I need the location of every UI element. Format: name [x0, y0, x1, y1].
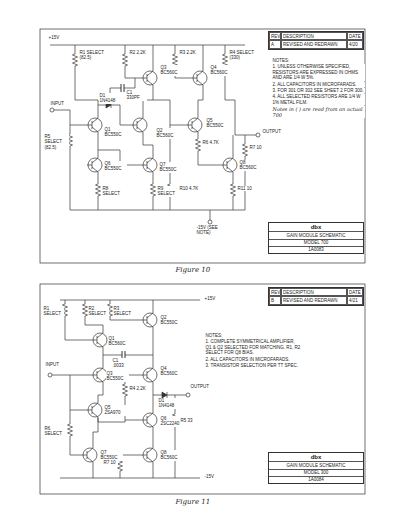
transistor-symbol: [87, 70, 237, 173]
component-label: INPUT: [50, 101, 73, 106]
component-label: R7 10: [103, 460, 118, 465]
resistor-symbol: [63, 302, 178, 473]
block-text: REVISED AND REDRAWN: [281, 40, 347, 48]
component-label: INPUT: [45, 362, 68, 367]
block-text: DESCRIPTION: [281, 32, 347, 40]
revision-table: REVDESCRIPTIONDATE AREVISED AND REDRAWN4/…: [268, 31, 364, 50]
revision-table: REVDESCRIPTIONDATE BREVISED AND REDRAWN4/…: [268, 287, 364, 306]
component-label: Q4 BC560C: [210, 65, 233, 76]
block-text: DESCRIPTION: [281, 288, 347, 296]
component-label: R3 SELECT: [113, 306, 134, 317]
component-label: OUTPUT: [190, 384, 217, 389]
component-label: R10 4.7K: [179, 186, 200, 191]
block-text: MODEL 300: [269, 470, 363, 477]
wiring: [48, 300, 200, 478]
component-label: 1. UNLESS OTHERWISE SPECIFIED, RESISTORS…: [272, 64, 365, 80]
figure-caption: Figure 10: [175, 266, 226, 274]
component-label: R2 SELECT: [88, 306, 109, 317]
component-label: R4 SELECT (330): [229, 50, 256, 61]
component-label: +15V: [204, 296, 225, 301]
component-label: Q5 BC550C: [206, 118, 229, 129]
component-label: R1 SELECT: [43, 306, 64, 317]
component-label: Q2 BC560C: [156, 128, 179, 139]
block-text: A: [269, 40, 281, 48]
component-label: R8 SELECT: [102, 186, 123, 197]
component-label: NOTES:: [205, 333, 246, 338]
block-text: dbx: [269, 223, 363, 232]
block-text: 1A0084: [269, 477, 363, 483]
frame: [40, 29, 365, 494]
component-label: NOTES:: [272, 58, 313, 63]
block-text: REVISED AND REDRAWN: [281, 296, 347, 304]
block-text: 4/21: [347, 296, 363, 304]
component-label: 3. TRANSISTOR SELECTION PER TT SPEC.: [205, 363, 301, 368]
component-label: R6 SELECT: [44, 426, 67, 437]
title-block: dbxGAIN MODULE SCHEMATICMODEL 3001A0084: [268, 452, 364, 484]
component-label: +15V: [48, 35, 69, 40]
component-label: Q7 BC550C: [159, 162, 182, 173]
block-text: MODEL 700: [269, 240, 363, 247]
handwritten-note: Notes in ( ) are read from an actual 700: [272, 106, 365, 118]
component-label: C1 .0033: [112, 358, 131, 369]
component-label: R4 2.2K: [129, 386, 150, 391]
component-label: D1 1N4148: [99, 93, 122, 104]
component-label: R6 4.7K: [202, 140, 223, 145]
transistor-symbol: [82, 312, 157, 463]
component-label: R1 SELECT (82.5): [79, 50, 106, 61]
component-label: Q4 BC560C: [160, 366, 183, 377]
component-label: R7 10: [249, 145, 266, 150]
block-text: 4/20: [347, 40, 363, 48]
title-block: dbxGAIN MODULE SCHEMATICMODEL 7001A0083: [268, 222, 364, 254]
component-label: 3. FOR 301 OR 302 SEE SHEET 2 FOR 300.: [272, 88, 365, 93]
component-label: Q1 BC560C: [108, 336, 131, 347]
component-label: R5 33: [180, 418, 197, 423]
component-label: Q1 BC550C: [104, 127, 127, 138]
component-label: Q3 BC560C: [160, 65, 183, 76]
component-label: -15V: [204, 474, 225, 479]
block-text: B: [269, 296, 281, 304]
component-label: R11 10: [237, 186, 256, 191]
block-text: GAIN MODULE SCHEMATIC: [269, 462, 363, 469]
figure-caption: Figure 11: [175, 498, 226, 506]
component-label: Q2 BC550C: [160, 315, 183, 326]
block-text: REV: [269, 32, 281, 40]
block-text: DATE: [347, 32, 363, 40]
wiring: [50, 45, 260, 224]
component-label: C1 330PF: [126, 90, 147, 101]
component-label: 2. ALL CAPACITORS IN MICROFARADS.: [205, 357, 301, 362]
component-label: Q8 BC560C: [239, 160, 262, 171]
component-label: Q8 BC560C: [160, 450, 183, 461]
component-label: D1 1N4148: [158, 398, 181, 409]
component-label: R5 SELECT (82.5): [44, 134, 69, 150]
component-label: Q6 BC550C: [104, 161, 127, 172]
block-text: REV: [269, 288, 281, 296]
component-label: R2 2.2K: [129, 50, 148, 55]
component-label: 1. COMPLETE SYMMETRICAL AMPLIFIER, Q1 & …: [205, 339, 301, 355]
component-label: OUTPUT: [262, 129, 291, 134]
block-text: GAIN MODULE SCHEMATIC: [269, 232, 363, 239]
component-label: 2. ALL CAPACITORS IN MICROFARADS.: [272, 82, 365, 87]
block-text: DATE: [347, 288, 363, 296]
component-label: Q5 2SA970: [104, 405, 127, 416]
component-label: 4. ALL SELECTED RESISTORS ARE 1/4 W 1% M…: [272, 94, 365, 105]
component-label: R3 2.2K: [179, 50, 198, 55]
resistor-symbol: [68, 52, 248, 198]
block-text: dbx: [269, 453, 363, 462]
component-label: -15V (SEE NOTE): [196, 225, 231, 236]
component-label: R9 SELECT: [157, 186, 178, 197]
block-text: 1A0083: [269, 247, 363, 253]
component-label: Q3 BC550C: [106, 371, 129, 382]
